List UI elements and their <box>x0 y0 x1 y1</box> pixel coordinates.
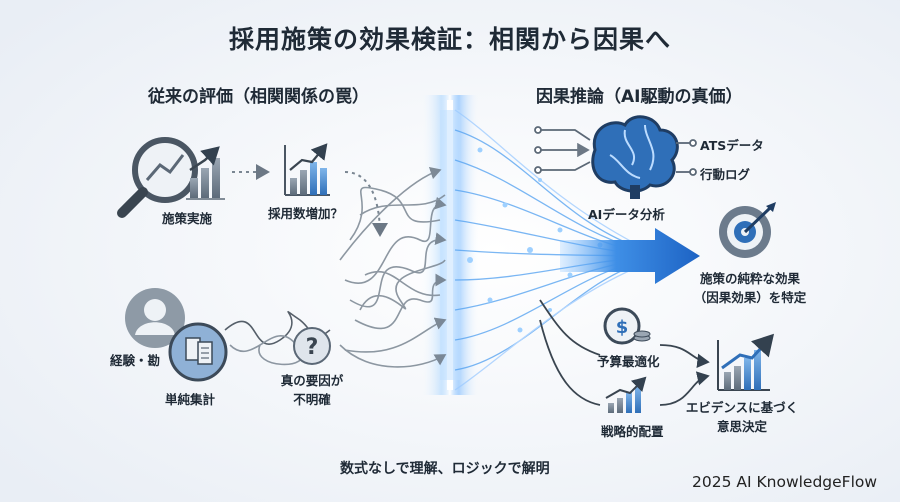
brain-icon <box>591 115 679 199</box>
person-icon <box>125 288 185 348</box>
effect-label-line1: 施策の純粋な効果 <box>699 271 800 286</box>
bar-chart-icon <box>186 146 225 200</box>
budget-label: 予算最適化 <box>597 354 660 369</box>
page-title: 採用施策の効果検証：相関から因果へ <box>228 25 671 54</box>
brain-input-lines <box>534 126 697 176</box>
question-icon: ? <box>293 327 331 365</box>
hire-chart-icon <box>284 143 330 196</box>
unknown-label: 真の要因が 不明確 <box>276 370 348 408</box>
footer-caption: 数式なしで理解、ロジックで解明 <box>340 461 550 477</box>
evidence-label-line1: エビデンスに基づく <box>685 400 799 415</box>
ai-label: AIデータ分析 <box>588 207 665 222</box>
outcome-connectors <box>539 299 710 406</box>
right-heading: 因果推論（AI駆動の真価） <box>536 87 743 107</box>
big-arrow <box>560 228 700 284</box>
svg-text:?: ? <box>306 335 319 360</box>
hire-label: 採用数増加？ <box>268 206 344 221</box>
trend-chart-icon <box>717 333 775 391</box>
experience-label: 経験・勘 <box>110 353 161 368</box>
document-icon <box>168 322 228 382</box>
evidence-label-line2: 意思決定 <box>716 419 767 434</box>
growth-chart-icon <box>605 376 647 413</box>
coin-icon: $ <box>603 307 651 345</box>
left-heading: 従来の評価（相関関係の罠） <box>148 87 369 107</box>
flow-nodes <box>467 147 603 333</box>
dotted-arrow-2 <box>344 171 388 237</box>
effect-label: 施策の純粋な効果 （因果効果）を特定 <box>690 268 810 306</box>
measure-label: 施策実施 <box>162 211 213 226</box>
magnifier-icon <box>117 137 198 218</box>
aggregate-label: 単純集計 <box>165 392 216 407</box>
effect-label-line2: （因果効果）を特定 <box>693 290 807 305</box>
unknown-label-line2: 不明確 <box>293 392 331 407</box>
target-icon <box>719 202 776 258</box>
strategy-label: 戦略的配置 <box>601 424 664 439</box>
svg-text:$: $ <box>616 317 629 338</box>
evidence-label: エビデンスに基づく 意思決定 <box>682 397 802 435</box>
unknown-label-line1: 真の要因が <box>280 373 344 388</box>
tangled-lines <box>224 166 447 368</box>
glow-divider <box>420 95 480 395</box>
credit-text: 2025 AI KnowledgeFlow <box>692 473 878 491</box>
ats-label: ATSデータ <box>700 138 764 153</box>
log-label: 行動ログ <box>700 167 751 182</box>
